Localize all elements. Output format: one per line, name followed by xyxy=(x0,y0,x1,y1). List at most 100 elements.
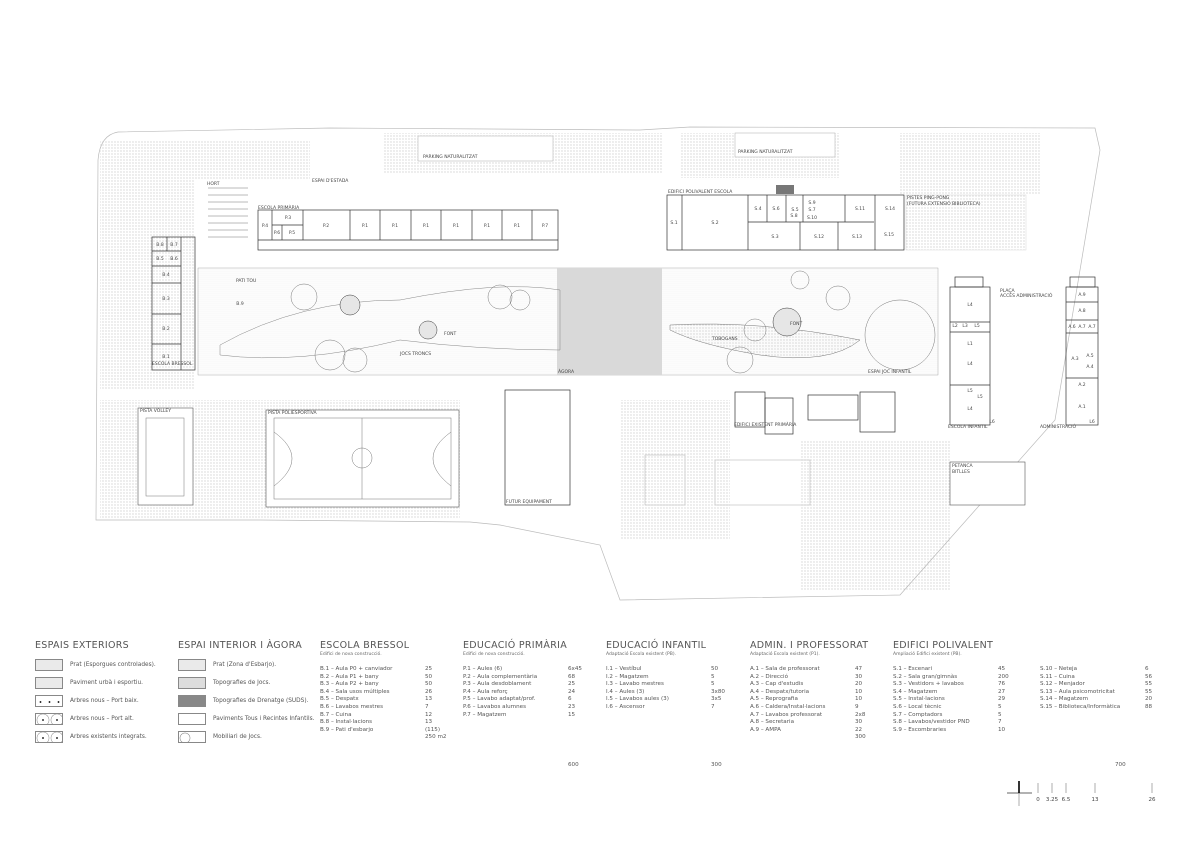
label-hort: HORT xyxy=(207,181,220,187)
legend-row: B.9 – Pati d'esbarjo(115) xyxy=(320,727,455,735)
label-font-1: FONT xyxy=(444,331,456,337)
room-area: 50 xyxy=(425,673,433,680)
room-name: S.2 – Sala gran/gimnàs xyxy=(893,673,958,680)
legend-title: EDUCACIÓ INFANTIL xyxy=(606,640,707,651)
room-label: L5 xyxy=(967,388,973,394)
basketball-court-lines xyxy=(273,417,452,500)
room-area: 6x45 xyxy=(568,666,582,672)
room-area: 45 xyxy=(998,666,1006,672)
room-area: 25 xyxy=(425,666,433,672)
room-area: 7 xyxy=(711,703,715,710)
pavement-swatch xyxy=(35,676,63,689)
room-label: B.8 xyxy=(156,242,164,248)
room-label: P.1 xyxy=(514,223,520,229)
label-escola-bressol: ESCOLA BRESSOL xyxy=(152,361,193,367)
room-label: B.4 xyxy=(162,272,170,278)
room-area: 50 xyxy=(711,666,719,672)
room-area: 47 xyxy=(855,666,863,672)
room-name: S.15 – Biblioteca/Informàtica xyxy=(1040,703,1121,710)
low-tree-icon xyxy=(35,694,63,707)
room-name: S.11 – Cuina xyxy=(1040,673,1075,680)
court-center-circle xyxy=(351,447,373,469)
legend-educacio-primaria: EDUCACIÓ PRIMÀRIA Edifici de nova constr… xyxy=(463,640,598,768)
room-label: S.4 xyxy=(754,206,761,212)
legend-item: Topografies de Drenatge (SUDS). xyxy=(213,697,309,704)
legend-row: P.1 – Aules (6)6x45 xyxy=(463,666,598,674)
pista-poliesportiva xyxy=(265,409,460,508)
room-label: A.6 xyxy=(1068,324,1075,330)
volley-court-lines xyxy=(145,417,185,497)
play-topography-swatch xyxy=(178,676,206,689)
room-label: S.9 xyxy=(808,200,815,206)
room-name: S.10 – Neteja xyxy=(1040,666,1078,672)
label-escola-primaria: ESCOLA PRIMÀRIA xyxy=(258,204,300,211)
room-area: 76 xyxy=(998,681,1006,688)
room-area: 20 xyxy=(1145,696,1153,703)
room-area: 50 xyxy=(425,681,433,688)
room-label: A.4 xyxy=(1086,364,1093,370)
room-label: B.9 xyxy=(236,301,244,307)
label-pistes-ping-pong: PISTES PING-PONG xyxy=(907,195,950,201)
room-area: 27 xyxy=(998,688,1006,695)
legend-item: Topografies de Jocs. xyxy=(213,679,271,686)
room-label: S.11 xyxy=(855,206,865,212)
label-jocs-troncs: JOCS TRONCS xyxy=(399,351,431,357)
room-area: 25 xyxy=(568,681,576,688)
label-futur-equipament: FUTUR EQUIPAMENT xyxy=(506,499,552,505)
room-name: B.9 – Pati d'esbarjo xyxy=(320,726,374,733)
legend-item: Paviments Tous i Recintes Infantils. xyxy=(213,715,315,722)
parking-stalls-east xyxy=(734,132,836,158)
drainage-swatch xyxy=(178,694,206,707)
room-label: S.3 xyxy=(771,234,778,240)
room-label: P.5 xyxy=(289,230,295,236)
room-name: I.5 – Lavabos aules (3) xyxy=(606,696,669,703)
legend-row: P.5 – Lavabo adaptat/prof.6 xyxy=(463,696,598,704)
room-area: 26 xyxy=(425,688,433,695)
room-name: S.5 – Instal·lacions xyxy=(893,696,945,703)
room-area: 5 xyxy=(711,673,715,680)
scale-tick-label: 3.25 xyxy=(1046,797,1059,803)
legend-row: B.8 – Instal·lacions 13 xyxy=(320,719,455,727)
room-name: A.3 – Cap d'estudis xyxy=(750,681,804,688)
pool-court-2 xyxy=(714,459,811,506)
legend-subtitle: Edifici de nova construcció. xyxy=(463,652,525,657)
room-label: P.1 xyxy=(453,223,459,229)
room-name: B.8 – Instal·lacions xyxy=(320,719,373,726)
room-area: 22 xyxy=(855,726,863,733)
legend-item: Prat (Zona d'Esbarjo). xyxy=(213,661,277,668)
room-name: B.3 – Aula P2 + bany xyxy=(320,681,379,688)
room-area: 7 xyxy=(998,719,1002,726)
room-name: S.6 – Local tècnic xyxy=(893,703,942,710)
room-name: S.3 – Vestidors + lavabos xyxy=(893,681,964,688)
room-area: 3x80 xyxy=(711,688,725,695)
label-pati-bressol: PATI TOU xyxy=(236,278,256,284)
legend-row: I.4 – Aules (3)3x80 xyxy=(606,689,741,697)
room-label: S.5 xyxy=(791,207,798,213)
room-name: B.2 – Aula P1 + bany xyxy=(320,673,379,680)
legend-item: Prat (Esporgues controlades). xyxy=(70,661,156,668)
room-name: B.6 – Lavabos mestres xyxy=(320,703,384,710)
legend-item: Paviment urbà i esportiu. xyxy=(70,679,144,686)
room-label: P.6 xyxy=(274,230,280,236)
label-pista-volley: PISTA VOLLEY xyxy=(140,408,171,414)
legend-title: ESPAIS EXTERIORS xyxy=(35,640,129,651)
label-acces-admin: ACCÉS ADMINISTRACIÓ xyxy=(1000,291,1053,299)
room-label: S.15 xyxy=(884,232,894,238)
field-ne xyxy=(900,133,1040,195)
trees xyxy=(290,270,936,374)
label-petanca: PETANCA xyxy=(952,463,974,469)
room-area: 13 xyxy=(425,719,433,726)
